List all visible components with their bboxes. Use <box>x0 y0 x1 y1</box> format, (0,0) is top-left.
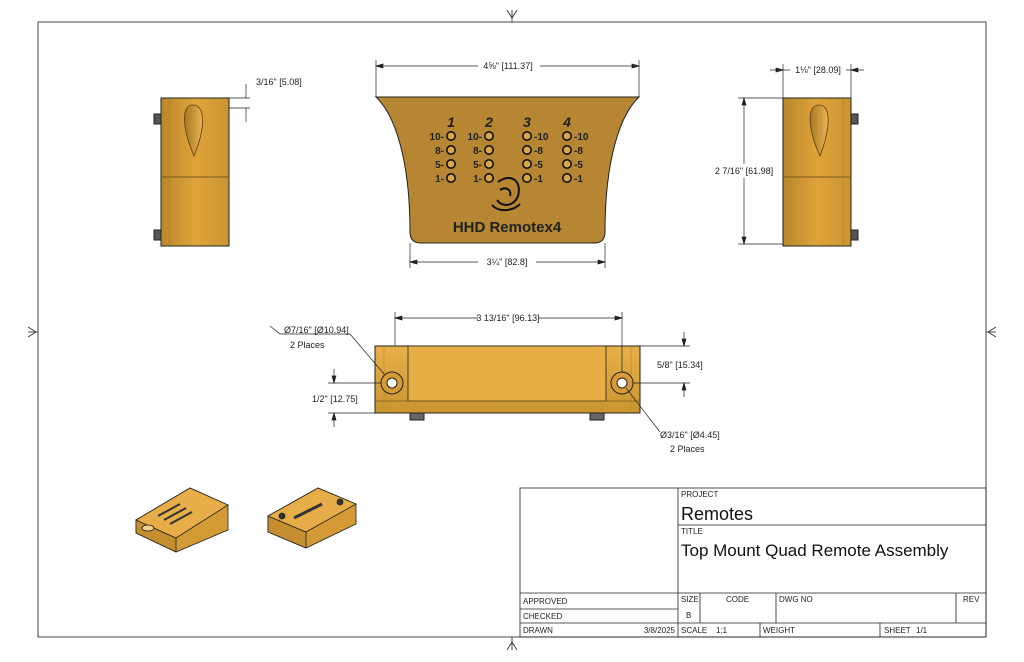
level-label: 10- <box>468 132 482 143</box>
title-label: TITLE <box>681 527 703 536</box>
level-led <box>521 173 532 184</box>
level-label: -10 <box>534 132 549 143</box>
front-logo-text: HHD Remotex4 <box>453 219 562 236</box>
dim-bottom-thickness-label: 1/2" [12.75] <box>312 394 358 404</box>
dim-right-height-label: 2 7/16" [61.98] <box>715 166 773 176</box>
level-label: -5 <box>574 160 583 171</box>
level-led <box>483 145 494 156</box>
dim-hole-small-note: 2 Places <box>670 444 705 454</box>
level-label: -8 <box>574 146 583 157</box>
project-label: PROJECT <box>681 490 718 499</box>
level-label: -1 <box>534 174 543 185</box>
front-view: 110-8-5-1-210-8-5-1-3-10-8-5-14-10-8-5-1… <box>374 96 641 244</box>
level-label: 8- <box>435 146 444 157</box>
dim-hole-large-label: Ø7/16" [Ø10.94] <box>284 325 349 335</box>
project-value: Remotes <box>681 504 753 524</box>
dim-bottom-thickness <box>328 369 381 427</box>
size-label: SIZE <box>681 595 699 604</box>
dim-front-top-label: 4⅝" [111.37] <box>483 61 532 71</box>
size-value: B <box>686 611 691 620</box>
center-markers <box>27 9 997 651</box>
isometric-view-front <box>135 487 229 553</box>
level-label: 8- <box>473 146 482 157</box>
dim-hole-small-label: Ø3/16" [Ø4.45] <box>660 430 720 440</box>
drawn-date: 3/8/2025 <box>644 626 676 635</box>
dim-bottom-height-label: 5/8" [15.34] <box>657 360 703 370</box>
scale-label: SCALE <box>681 626 707 635</box>
level-led <box>445 145 456 156</box>
sheet-label: SHEET <box>884 626 911 635</box>
left-side-view <box>153 84 250 247</box>
level-label: -5 <box>534 160 543 171</box>
channel-label: 2 <box>484 114 493 130</box>
level-led <box>521 159 532 170</box>
channel-label: 3 <box>523 114 531 130</box>
title-block <box>519 487 987 638</box>
level-label: 5- <box>473 160 482 171</box>
leader-large-hole <box>269 325 385 375</box>
level-led <box>445 131 456 142</box>
logo-icon <box>491 177 521 212</box>
level-led <box>521 145 532 156</box>
rev-label: REV <box>963 595 980 604</box>
dim-bottom-span-label: 3 13/16" [96.13] <box>476 313 539 323</box>
level-led <box>561 159 572 170</box>
dwg-label: DWG NO <box>779 595 813 604</box>
channel-label: 4 <box>562 114 571 130</box>
level-led <box>483 131 494 142</box>
level-led <box>483 159 494 170</box>
level-label: 10- <box>430 132 444 143</box>
bottom-view <box>374 345 641 421</box>
level-label: 1- <box>473 174 482 185</box>
level-led <box>483 173 494 184</box>
level-led <box>561 173 572 184</box>
dim-front-bottom-label: 3¼" [82.8] <box>487 257 528 267</box>
level-led <box>561 145 572 156</box>
right-side-view <box>782 97 859 247</box>
level-led <box>561 131 572 142</box>
level-led <box>521 131 532 142</box>
level-label: -10 <box>574 132 589 143</box>
dim-left-offset: 3/16" [5.08] <box>256 77 302 87</box>
title-value: Top Mount Quad Remote Assembly <box>681 541 949 560</box>
approved-label: APPROVED <box>523 597 568 606</box>
leader-small-hole <box>625 387 661 433</box>
level-label: 1- <box>435 174 444 185</box>
level-label: -8 <box>534 146 543 157</box>
scale-value: 1:1 <box>716 626 728 635</box>
level-label: 5- <box>435 160 444 171</box>
isometric-view-back <box>267 487 357 549</box>
sheet-value: 1/1 <box>916 626 928 635</box>
front-view-panel: 110-8-5-1-210-8-5-1-3-10-8-5-14-10-8-5-1 <box>430 114 589 185</box>
dim-hole-large-note: 2 Places <box>290 340 325 350</box>
level-label: -1 <box>574 174 583 185</box>
channel-label: 1 <box>447 114 455 130</box>
checked-label: CHECKED <box>523 612 562 621</box>
level-led <box>445 173 456 184</box>
weight-label: WEIGHT <box>763 626 795 635</box>
dim-bottom-height <box>633 332 690 397</box>
level-led <box>445 159 456 170</box>
code-label: CODE <box>726 595 749 604</box>
dim-right-width-label: 1⅛" [28.09] <box>795 65 841 75</box>
drawn-label: DRAWN <box>523 626 553 635</box>
